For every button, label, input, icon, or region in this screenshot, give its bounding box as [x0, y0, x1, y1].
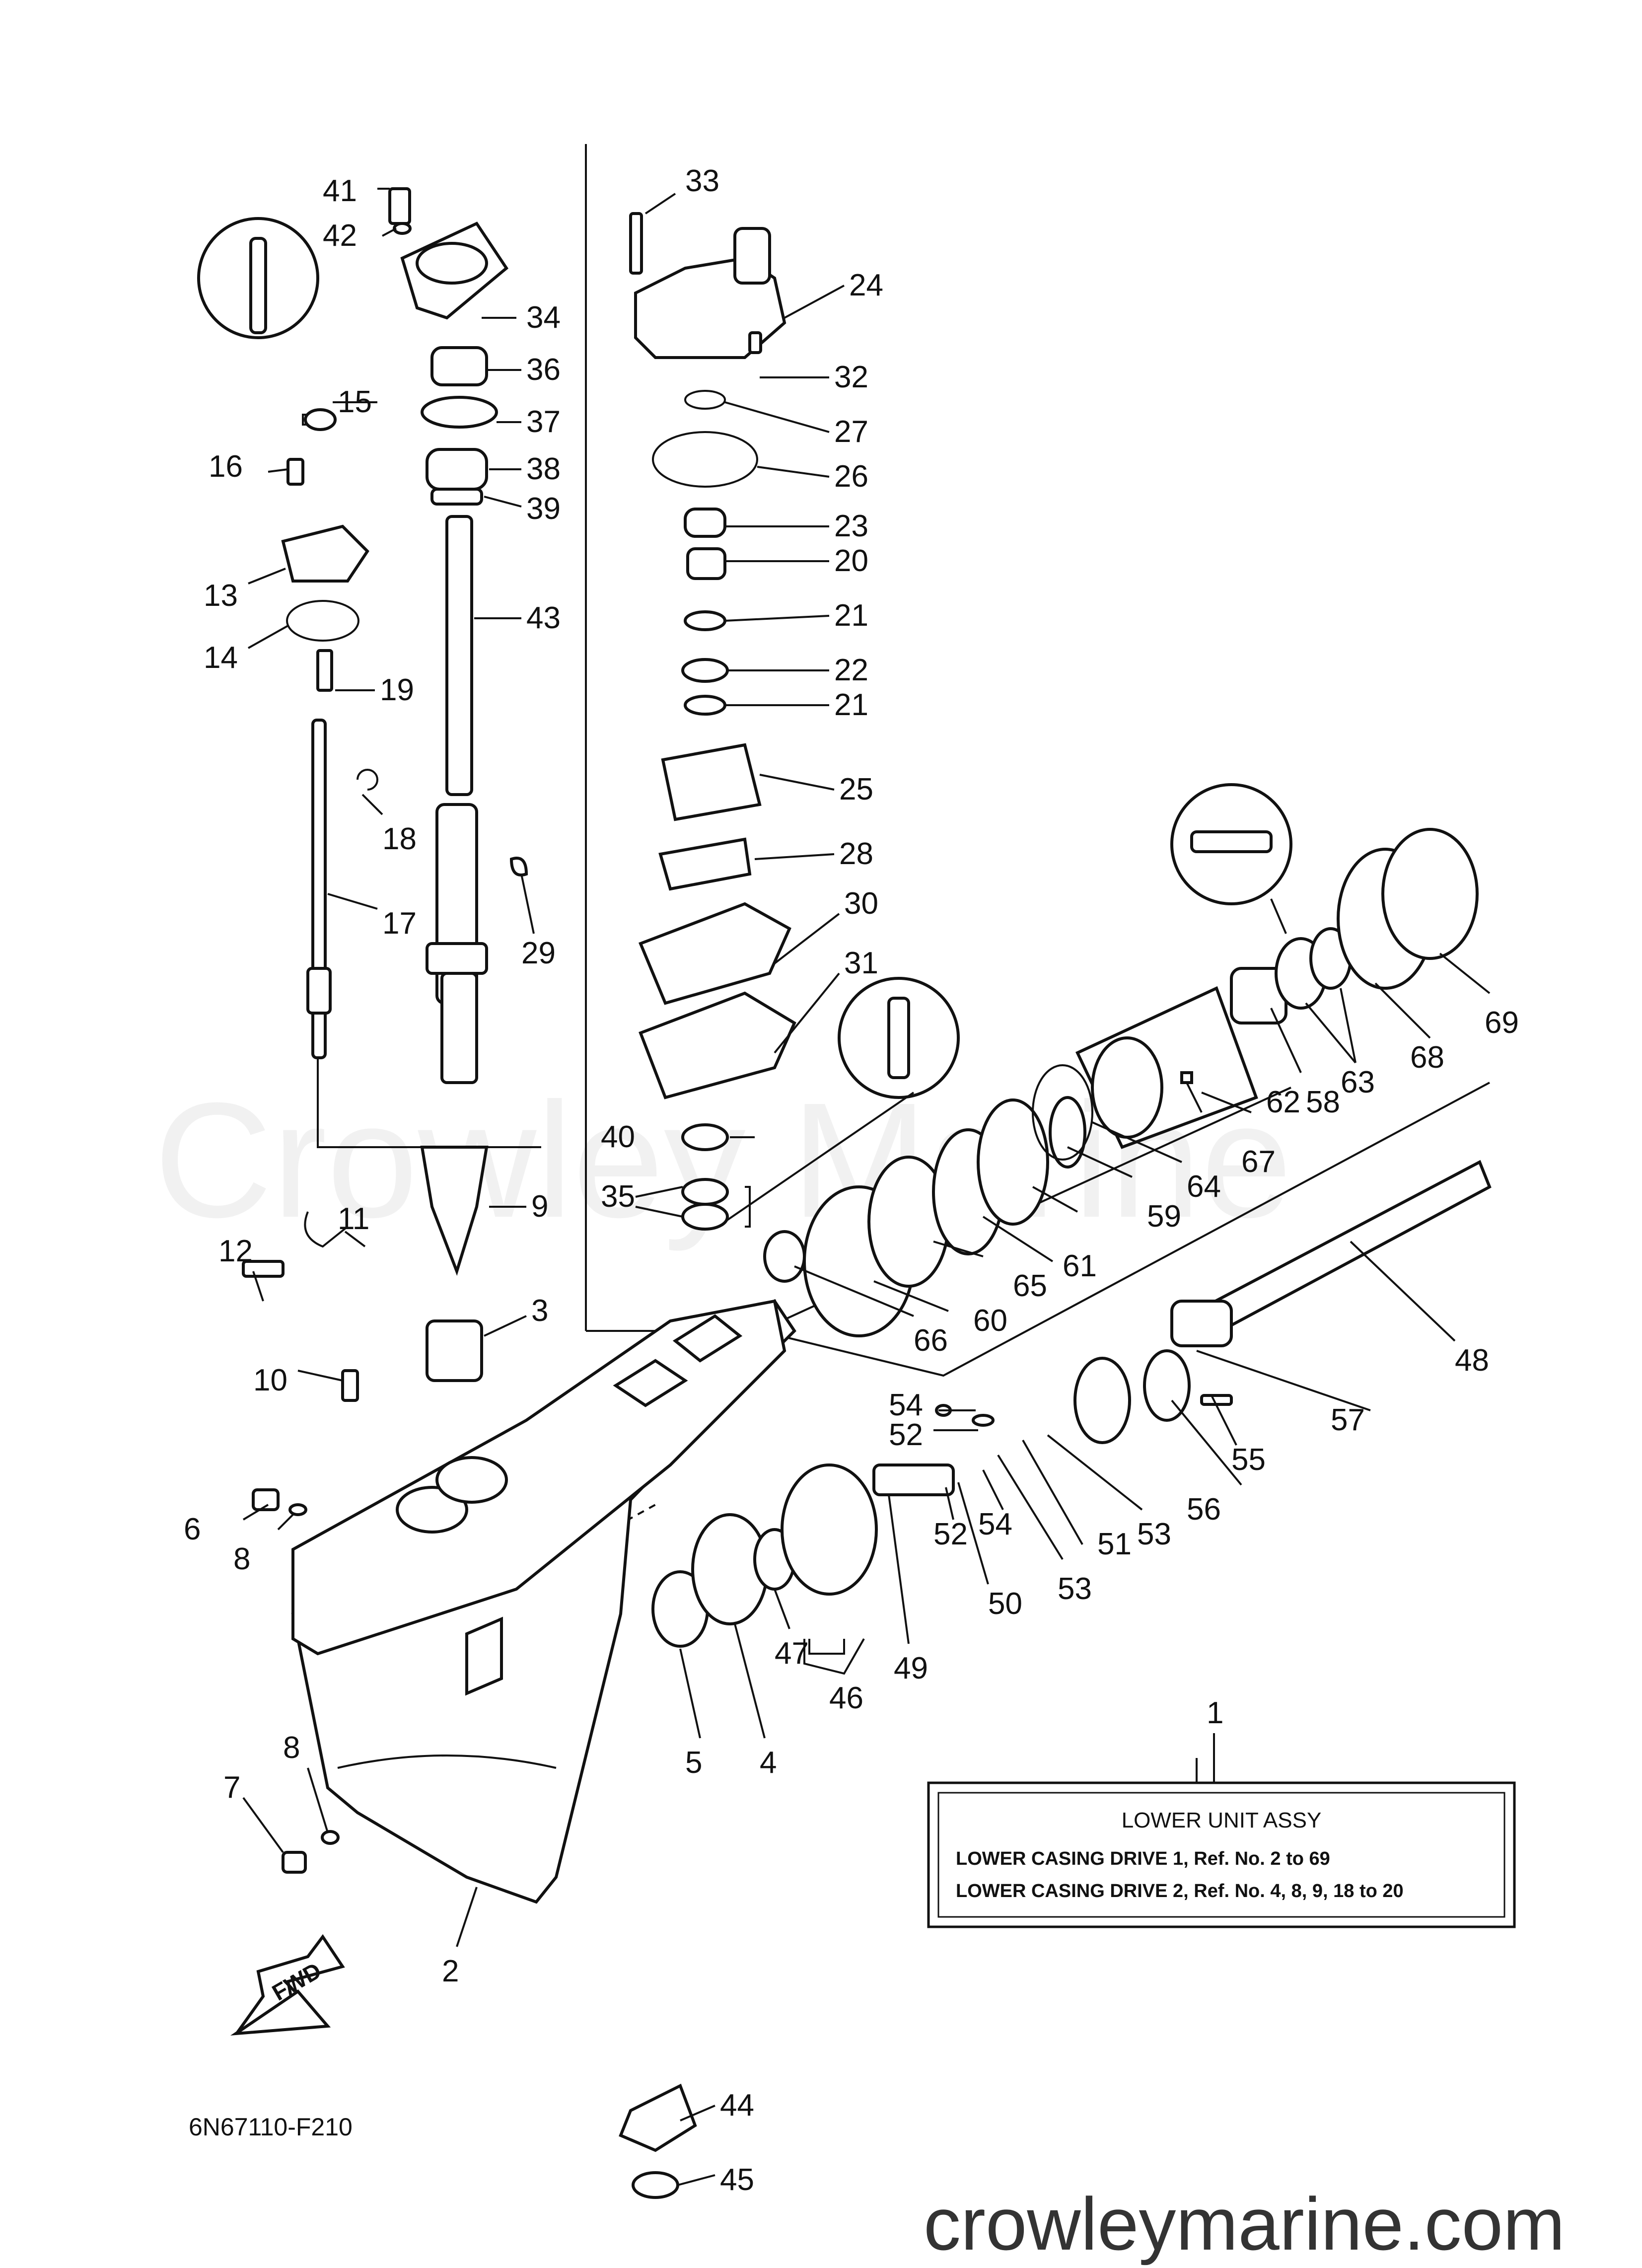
info-box: 1 LOWER UNIT ASSY LOWER CASING DRIVE 1, … — [927, 1696, 1516, 1928]
callout-label: 29 — [521, 936, 556, 970]
callout-label: 13 — [204, 579, 238, 613]
callout-label: 58 — [1306, 1085, 1340, 1119]
callout-label: 36 — [526, 353, 561, 387]
callout-label: 41 — [323, 174, 357, 208]
callout-label: 55 — [1231, 1443, 1266, 1477]
callout-label: 66 — [914, 1323, 948, 1358]
small-fasteners — [242, 1211, 359, 1874]
callout-label: 40 — [601, 1120, 635, 1154]
callout-label: 19 — [380, 673, 414, 707]
callout-label: 48 — [1455, 1343, 1489, 1378]
fwd-arrow-icon: FWD — [230, 1934, 345, 2036]
detail-circles — [197, 217, 1292, 1099]
callout-label: 21 — [834, 688, 868, 722]
callout-label: 30 — [844, 886, 878, 921]
callout-label: 49 — [894, 1651, 928, 1685]
callout-label: 46 — [829, 1681, 863, 1715]
callout-label: 12 — [218, 1234, 253, 1268]
drive-shaft-stack — [388, 187, 508, 1382]
callout-label: 69 — [1485, 1006, 1519, 1040]
callout-labels: 41 42 34 36 37 38 39 43 33 24 32 27 26 2… — [184, 164, 1519, 2197]
callout-label: 53 — [1058, 1572, 1092, 1606]
callout-label: 52 — [889, 1418, 923, 1452]
callout-label: 44 — [720, 2088, 754, 2122]
callout-label: 67 — [1241, 1145, 1276, 1179]
leader-lines — [242, 188, 1491, 2186]
callout-label: 62 — [1266, 1085, 1300, 1119]
callout-label: 37 — [526, 405, 561, 439]
callout-label: 61 — [1063, 1249, 1097, 1283]
callout-label: 38 — [526, 452, 561, 486]
callout-label: 31 — [844, 946, 878, 980]
callout-label: 33 — [685, 164, 719, 198]
callout-label: 5 — [685, 1746, 702, 1780]
callout-label: 11 — [338, 1202, 369, 1236]
callout-label: 17 — [382, 906, 417, 941]
callout-label: 57 — [1331, 1403, 1365, 1437]
callout-label: 8 — [233, 1542, 250, 1576]
callout-label: 27 — [834, 415, 868, 449]
info-box-title: LOWER UNIT ASSY — [1122, 1808, 1322, 1832]
info-box-line1: LOWER CASING DRIVE 1, Ref. No. 2 to 69 — [956, 1848, 1330, 1869]
diagram-code: 6N67110-F210 — [189, 2113, 353, 2141]
callout-label: 60 — [973, 1304, 1007, 1338]
callout-label: 24 — [849, 268, 883, 302]
website-footer: crowleymarine.com — [924, 2182, 1565, 2266]
callout-label: 23 — [834, 509, 868, 543]
callout-label: 7 — [223, 1770, 240, 1805]
callout-label: 2 — [442, 1954, 459, 1988]
callout-label: 25 — [839, 772, 873, 806]
info-box-ref: 1 — [1207, 1696, 1223, 1730]
bracket-marks — [302, 414, 845, 1655]
water-pump-stack — [629, 212, 796, 1231]
callout-label: 45 — [720, 2163, 754, 2197]
callout-label: 53 — [1137, 1517, 1171, 1551]
callout-label: 51 — [1097, 1527, 1132, 1561]
callout-label: 34 — [526, 300, 561, 335]
callout-label: 47 — [775, 1636, 809, 1671]
callout-label: 32 — [834, 360, 868, 394]
callout-label: 20 — [834, 544, 868, 578]
callout-label: 42 — [323, 219, 357, 253]
callout-label: 50 — [988, 1587, 1022, 1621]
callout-label: 16 — [209, 449, 243, 484]
callout-label: 9 — [531, 1189, 548, 1224]
callout-label: 21 — [834, 598, 868, 633]
callout-label: 4 — [760, 1746, 777, 1780]
callout-label: 28 — [839, 837, 873, 871]
callout-label: 10 — [253, 1363, 287, 1397]
lower-casing — [291, 1299, 796, 1904]
callout-label: 63 — [1341, 1065, 1375, 1099]
callout-label: 59 — [1147, 1199, 1181, 1234]
callout-label: 68 — [1410, 1040, 1444, 1075]
info-box-line2: LOWER CASING DRIVE 2, Ref. No. 4, 8, 9, … — [956, 1881, 1404, 1902]
callout-label: 54 — [889, 1388, 923, 1422]
callout-label: 22 — [834, 653, 868, 687]
callout-label: 39 — [526, 492, 561, 526]
callout-label: 56 — [1187, 1492, 1221, 1527]
callout-label: 35 — [601, 1179, 635, 1214]
callout-label: 8 — [283, 1731, 300, 1765]
shift-rod-stack — [281, 408, 528, 1059]
callout-label: 26 — [834, 459, 868, 494]
callout-label: 14 — [204, 641, 238, 675]
callout-label: 65 — [1013, 1269, 1047, 1303]
callout-label: 18 — [382, 822, 417, 856]
callout-label: 6 — [184, 1512, 201, 1546]
callout-label: 52 — [933, 1517, 968, 1551]
callout-label: 43 — [526, 601, 561, 635]
pinion-and-bearings — [619, 1404, 995, 2199]
callout-label: 54 — [978, 1507, 1012, 1541]
propeller-shaft-stack — [763, 828, 1492, 1444]
callout-label: 3 — [531, 1294, 548, 1328]
callout-label: 64 — [1187, 1170, 1221, 1204]
callout-label: 15 — [338, 385, 372, 419]
